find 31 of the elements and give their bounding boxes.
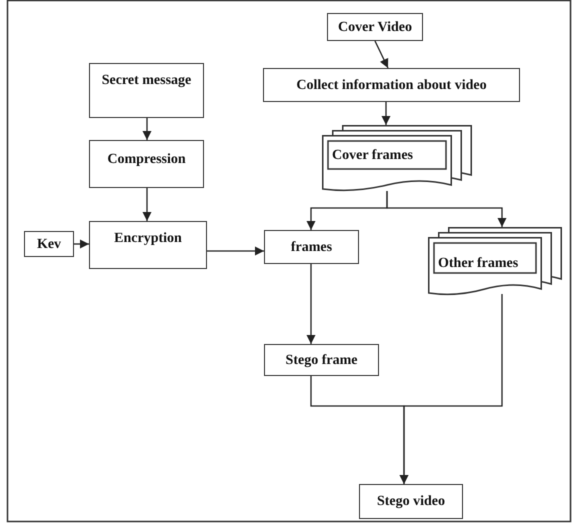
node-label: frames	[290, 239, 334, 256]
node-label: Stego frame	[284, 352, 358, 369]
arrow	[399, 294, 503, 484]
process-box	[89, 63, 204, 118]
node-label: Stego video	[376, 493, 446, 510]
process-box	[359, 484, 463, 519]
document-stack	[322, 125, 472, 193]
node-label: Encryption	[113, 230, 183, 247]
document-stack	[428, 227, 562, 297]
node-label: Secret message	[100, 72, 192, 89]
node-label: Collect information about video	[295, 77, 488, 94]
arrow	[142, 188, 152, 221]
node-label: Compression	[106, 151, 187, 168]
process-box	[89, 140, 204, 188]
arrow	[74, 239, 89, 249]
process-box	[264, 230, 359, 264]
process-box	[264, 344, 379, 376]
process-box	[89, 221, 207, 269]
arrow	[386, 191, 507, 227]
process-box	[263, 68, 520, 102]
arrow	[142, 118, 152, 140]
node-label: Cover Video	[336, 19, 413, 36]
arrow	[381, 102, 391, 125]
node-label: Other frames	[437, 255, 520, 272]
node-label: Kev	[36, 236, 62, 253]
arrow	[374, 40, 389, 68]
node-label: Cover frames	[331, 147, 414, 164]
process-box	[327, 13, 423, 41]
process-box	[24, 231, 74, 257]
arrow	[306, 264, 316, 344]
arrow	[207, 246, 264, 256]
